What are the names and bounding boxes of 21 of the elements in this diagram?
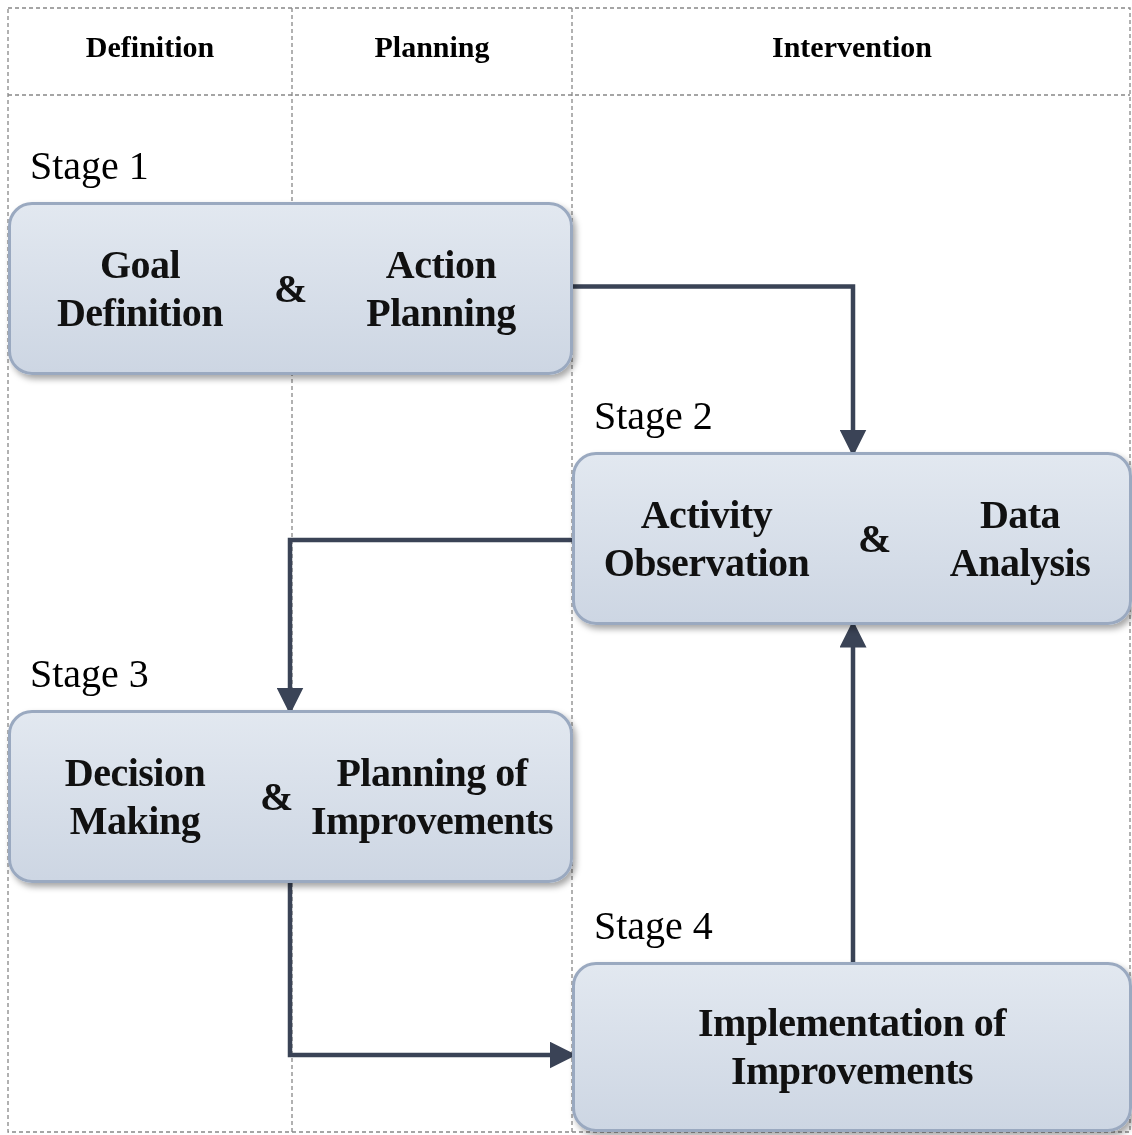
lane-header: Definition [84,30,216,64]
lane-header: Planning [373,30,491,64]
stage-title: Activity Observation [602,490,811,587]
stage-box [572,962,1132,1132]
stage-box [572,452,1132,625]
stage-label: Stage 2 [594,392,713,439]
stage-title: Data Analysis [948,490,1092,587]
stage-title: Decision Making [63,748,207,845]
lane-header: Intervention [771,30,933,64]
stage-title: Planning of Improvements [309,748,555,845]
stage-title: Goal Definition [55,240,225,337]
ampersand: & [857,514,892,563]
stage-title: Implementation of Improvements [696,999,1008,1095]
stage-label: Stage 3 [30,650,149,697]
stage-label: Stage 1 [30,142,149,189]
stage-title: Action Planning [365,240,517,337]
stage-box [8,710,573,883]
ampersand: & [259,772,294,821]
ampersand: & [273,264,308,313]
stage-box [8,202,573,375]
stage-label: Stage 4 [594,902,713,949]
